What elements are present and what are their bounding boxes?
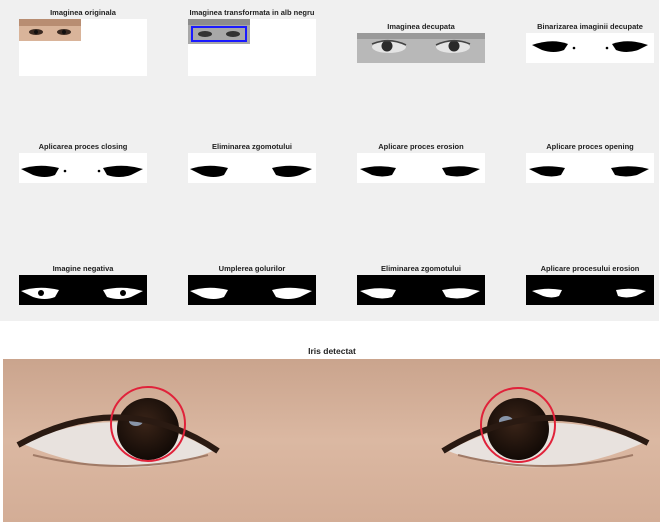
caption-hole-filling: Umplerea golurilor: [218, 264, 286, 273]
caption-erosion-2: Aplicare procesului erosion: [540, 264, 640, 273]
binarized-image-canvas: [526, 33, 654, 63]
erosion-2-canvas: [526, 275, 654, 305]
hole-filling-canvas: [188, 275, 316, 305]
eye-region-box: [191, 26, 247, 42]
caption-noise-removal-2: Eliminarea zgomotului: [380, 264, 461, 273]
caption-grayscale-image: Imaginea transformata in alb negru: [189, 8, 315, 17]
tile-original-image: Imaginea originala: [19, 8, 147, 76]
right-iris: [487, 398, 549, 460]
noise-removal-2-canvas: [357, 275, 485, 305]
tile-hole-filling: Umplerea golurilor: [188, 264, 316, 305]
tile-cropped-image: Imaginea decupata: [357, 22, 485, 63]
right-iris-detection-circle: [480, 387, 556, 463]
tile-negative: Imagine negativa: [19, 264, 147, 305]
tile-closing: Aplicarea proces closing: [19, 142, 147, 183]
caption-erosion-1: Aplicare proces erosion: [378, 142, 464, 151]
caption-opening: Aplicare proces opening: [546, 142, 634, 151]
tile-opening: Aplicare proces opening: [526, 142, 654, 183]
tile-erosion-2: Aplicare procesului erosion: [526, 264, 654, 305]
cropped-image-canvas: [357, 33, 485, 63]
grayscale-image-canvas: [188, 19, 316, 76]
processing-steps-figure: Imaginea originala Imaginea transformata…: [0, 0, 659, 321]
caption-original-image: Imaginea originala: [50, 8, 116, 17]
tile-binarized-image: Binarizarea imaginii decupate: [526, 22, 654, 63]
noise-removal-1-canvas: [188, 153, 316, 183]
opening-canvas: [526, 153, 654, 183]
erosion-1-canvas: [357, 153, 485, 183]
caption-binarized-image: Binarizarea imaginii decupate: [537, 22, 643, 31]
tile-erosion-1: Aplicare proces erosion: [357, 142, 485, 183]
caption-cropped-image: Imaginea decupata: [387, 22, 455, 31]
tile-noise-removal-1: Eliminarea zgomotului: [188, 142, 316, 183]
iris-detection-figure: Iris detectat: [0, 330, 664, 522]
eye-photo: [3, 359, 660, 522]
tile-noise-removal-2: Eliminarea zgomotului: [357, 264, 485, 305]
left-iris: [117, 398, 179, 460]
left-iris-detection-circle: [110, 386, 186, 462]
tile-grayscale-image: Imaginea transformata in alb negru: [188, 8, 316, 76]
caption-closing: Aplicarea proces closing: [38, 142, 128, 151]
original-image-canvas: [19, 19, 147, 76]
caption-noise-removal-1: Eliminarea zgomotului: [211, 142, 292, 151]
negative-canvas: [19, 275, 147, 305]
iris-detection-title: Iris detectat: [308, 346, 356, 356]
closing-canvas: [19, 153, 147, 183]
caption-negative: Imagine negativa: [52, 264, 114, 273]
